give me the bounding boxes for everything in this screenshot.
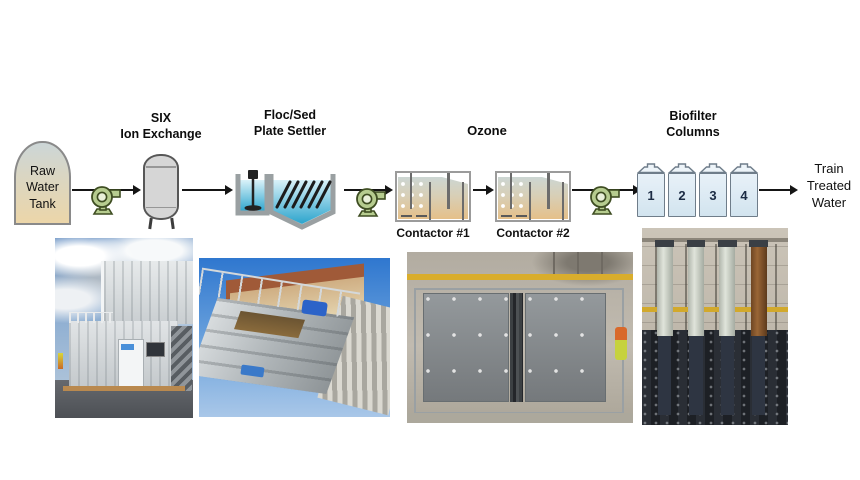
biofilter-column-clear — [655, 240, 674, 337]
flow-arrow-biofilter-to-outlet — [759, 184, 798, 195]
outlet-label-line: Train — [814, 161, 844, 176]
outlet-label-line: Treated — [806, 178, 852, 194]
pump-icon — [590, 186, 620, 215]
biofilter-column-3: 3 — [699, 173, 727, 217]
biofilter-label-line: Columns — [666, 125, 720, 139]
flow-arrow-contactor1-to-contactor2 — [473, 184, 494, 195]
column-lower-section — [658, 336, 672, 416]
gravel-ground — [199, 392, 390, 417]
column-lower-section — [752, 336, 766, 416]
biofilter-label: Biofilter Columns — [638, 108, 748, 140]
roof-guardrail — [68, 311, 113, 323]
raw-water-tank-label-line: Raw — [29, 164, 55, 178]
raw-water-tank-label-line: Water — [26, 180, 59, 195]
biofilter-column-media — [749, 240, 769, 337]
outlet-label-line: Water — [811, 195, 847, 211]
contactor-baffle — [447, 173, 450, 209]
ozone-contactor-1 — [395, 171, 471, 222]
flocsed-label-line: Floc/Sed — [263, 108, 317, 122]
ozone-diffuser — [515, 215, 527, 217]
contactor-baffle — [561, 182, 565, 220]
yellow-pipe-rail — [407, 274, 633, 281]
biofilter-label-line: Biofilter — [669, 109, 717, 123]
biofilter-column-cap — [699, 163, 727, 173]
six-label-line: Ion Exchange — [120, 127, 202, 141]
plate-settler-tank — [235, 170, 336, 230]
biofilter-column-clear — [686, 240, 706, 337]
ozone-diffuser — [501, 215, 513, 217]
ozone-diffuser — [401, 215, 413, 217]
raw-water-tank-label: Raw Water Tank — [16, 163, 69, 212]
timber-skid-base — [63, 385, 185, 391]
ozone-label: Ozone — [467, 123, 507, 138]
central-piping — [509, 293, 524, 403]
right-valve-panel — [524, 293, 606, 403]
biofilter-column-4: 4 — [730, 173, 758, 217]
six-label-line: SIX — [150, 111, 172, 125]
contactor-baffle — [409, 173, 413, 209]
six-ion-exchange-vessel — [143, 154, 179, 220]
worker-in-vest — [57, 353, 64, 370]
biofilter-column-2: 2 — [668, 173, 696, 217]
photo-ozone-skid-panels — [407, 252, 633, 423]
vessel-leg — [148, 217, 153, 230]
concrete-floor — [407, 412, 633, 423]
ozone-bubbles — [499, 180, 526, 216]
flow-arrow-six-to-settler — [182, 184, 233, 195]
biofilter-column-clear — [718, 240, 737, 337]
yellow-rail — [642, 306, 788, 312]
access-stairs — [170, 326, 192, 391]
contactor-baffle — [528, 182, 532, 220]
column-lower-section — [720, 336, 734, 416]
flocsed-label-line: Plate Settler — [253, 124, 327, 138]
photo-biofilter-columns-indoor — [642, 228, 788, 425]
vessel-leg — [170, 217, 175, 230]
contactor-1-label: Contactor #1 — [396, 226, 470, 240]
vessel-seam — [146, 166, 176, 168]
biofilter-column-cap — [730, 163, 758, 173]
overhead-pipe — [642, 237, 788, 242]
raw-water-tank: Raw Water Tank — [14, 141, 71, 225]
worker-in-vest — [614, 327, 628, 360]
train-treated-water-label: Train Treated Water — [799, 160, 859, 211]
biofilter-column-cap — [637, 163, 665, 173]
ozone-bubbles — [399, 180, 426, 216]
contactor-2-label: Contactor #2 — [496, 226, 570, 240]
raw-water-tank-label-line: Tank — [29, 196, 56, 211]
vessel-seam — [146, 206, 176, 208]
biofilter-column-1: 1 — [637, 173, 665, 217]
six-ion-exchange-label: SIX Ion Exchange — [108, 110, 214, 142]
contactor-baffle — [428, 182, 432, 220]
photo-plate-settler-skid-outdoor — [199, 258, 390, 417]
biofilter-column-cap — [668, 163, 696, 173]
container-window — [146, 342, 165, 357]
pump-icon — [356, 188, 386, 217]
ozone-contactor-2 — [495, 171, 571, 222]
contactor-baffle — [547, 173, 550, 209]
upper-container — [100, 261, 193, 325]
flocsed-label: Floc/Sed Plate Settler — [234, 107, 346, 139]
contactor-baffle — [461, 182, 465, 220]
ozone-diffuser — [415, 215, 427, 217]
photo-containerized-treatment-plant — [55, 238, 193, 418]
door-sign — [121, 344, 134, 351]
ceiling-conduits — [531, 252, 609, 275]
column-lower-section — [689, 336, 703, 416]
contactor-baffle — [509, 173, 513, 209]
left-valve-panel — [422, 293, 509, 403]
pump-icon — [91, 186, 121, 215]
